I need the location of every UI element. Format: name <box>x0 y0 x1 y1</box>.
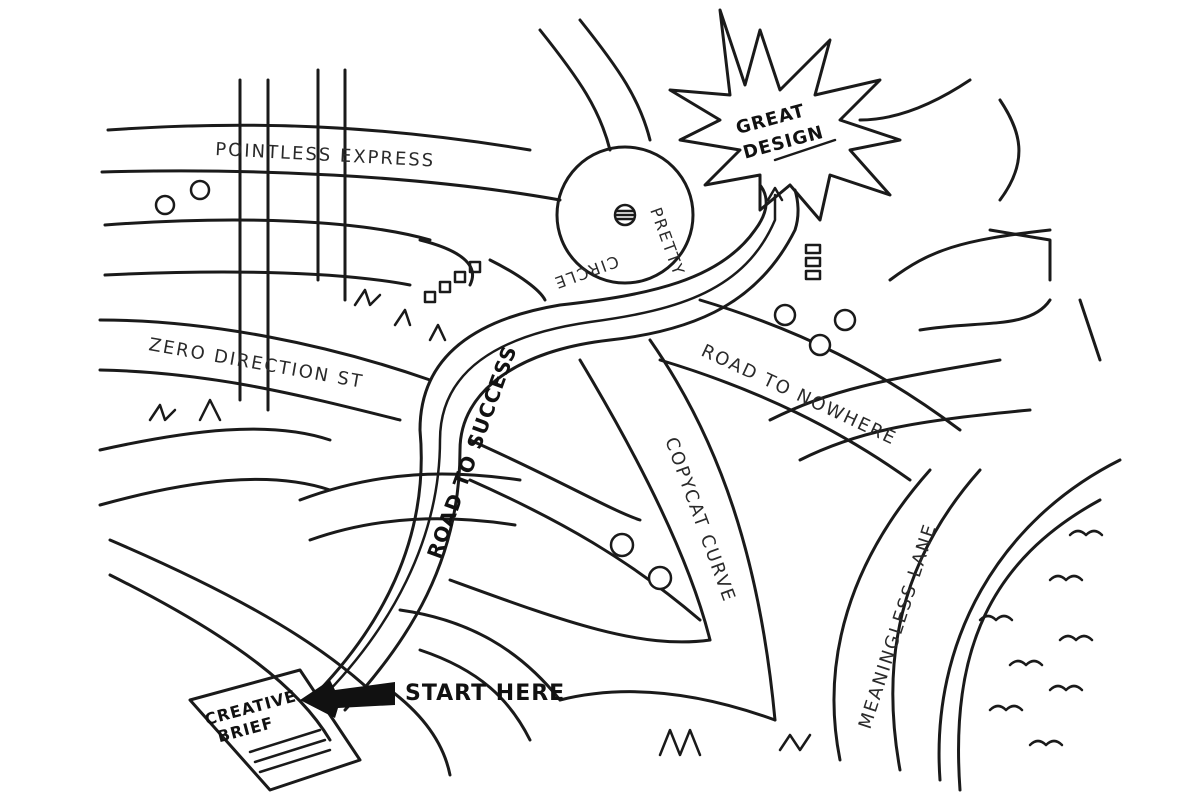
lower-left-roads <box>98 427 562 777</box>
right-edge-blocks <box>858 78 1102 362</box>
road-to-success-highway <box>308 183 800 712</box>
pointless-express-road <box>100 123 562 202</box>
shrubs <box>154 179 857 591</box>
zero-direction-street <box>98 318 432 422</box>
start-here-label: START HERE <box>405 681 565 706</box>
start-here-arrow <box>300 680 395 718</box>
great-design-starburst: GREAT DESIGN <box>668 8 902 222</box>
left-roads <box>103 18 652 412</box>
road-to-nowhere <box>658 228 1052 482</box>
meaningless-lane-road <box>832 458 1122 792</box>
copycat-curve-road <box>448 338 777 722</box>
pretty-circle-roundabout <box>555 145 695 285</box>
water-marks <box>978 529 1104 747</box>
buildings <box>423 243 822 304</box>
grass-tufts <box>148 288 812 757</box>
